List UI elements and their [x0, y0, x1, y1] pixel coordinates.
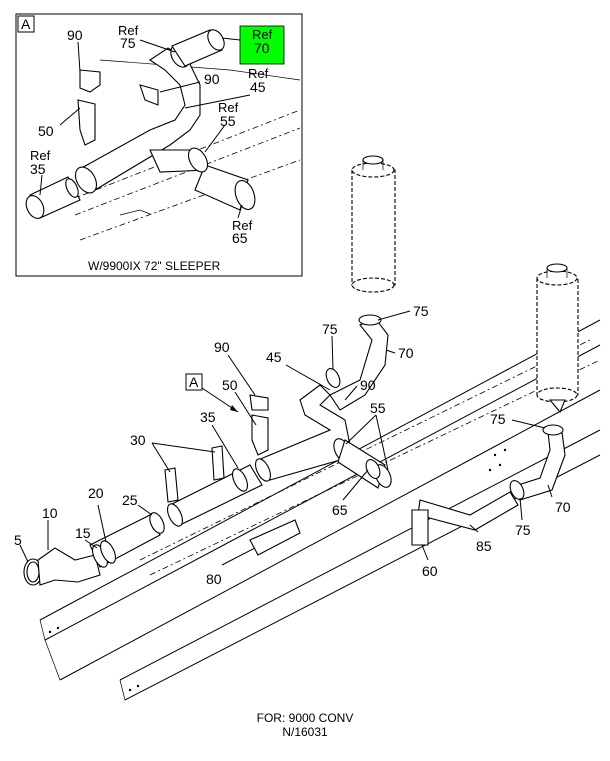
part-60-bracket: [411, 509, 429, 546]
part-25-clamp: [149, 512, 165, 534]
inset-callout-75-ref: Ref: [118, 23, 139, 38]
inset-frame-rail-2: [74, 127, 301, 216]
main-tag-box: [185, 373, 203, 391]
inset-callout-90: 90: [67, 27, 83, 43]
inset-callout-75: 75: [120, 35, 136, 51]
inset-cab-line: [99, 59, 301, 81]
inset-callout-65-ref: Ref: [232, 218, 253, 233]
inset-callout-45-ref: Ref: [248, 66, 269, 81]
inset-frame-rail: [69, 109, 301, 201]
callout-85: 85: [476, 538, 492, 554]
callout-90a: 90: [214, 339, 230, 355]
inset-callout-35-ref: Ref: [30, 148, 51, 163]
inset-leader-35: [39, 174, 43, 196]
callout-60: 60: [422, 563, 438, 579]
part-75-clamp-upper: [358, 314, 382, 326]
part-75-clamp-right-top: [542, 424, 564, 436]
callout-75b: 75: [413, 303, 429, 319]
inset-leader-55: [204, 124, 226, 153]
part-10-elbow: [37, 547, 101, 586]
inset-leader-70: [221, 37, 241, 41]
inset-outlet-end: [207, 29, 225, 51]
inset-callout-45: 45: [250, 79, 266, 95]
muffler-right: [536, 263, 579, 414]
callout-5: 5: [14, 532, 22, 548]
callout-25: 25: [122, 492, 138, 508]
inset-callout-55-ref: Ref: [218, 100, 239, 115]
part-45-tee: [255, 317, 389, 482]
inset-pipe-65: [194, 164, 256, 211]
callout-10: 10: [42, 505, 58, 521]
callout-20: 20: [88, 485, 104, 501]
part-90-bracket: [249, 394, 269, 411]
inset-caption: W/9900IX 72" SLEEPER: [88, 259, 221, 273]
part-85-pipe: [417, 491, 519, 531]
frame-holes: [48, 448, 507, 692]
callout-45: 45: [266, 349, 282, 365]
inset-callout-65: 65: [232, 230, 248, 246]
callout-15: 15: [75, 525, 91, 541]
inset-leader-65: [237, 204, 243, 219]
footer: FOR: 9000 CONV N/16031: [257, 711, 354, 739]
callout-50: 50: [222, 377, 238, 393]
inset-pipe-35: [25, 176, 81, 219]
part-30-bracket-a: [164, 467, 179, 503]
inset-callout-55: 55: [220, 113, 236, 129]
main-tag: A: [189, 374, 199, 390]
part-75-clamp-right-low: [509, 480, 525, 500]
frame-rails: [39, 319, 601, 701]
inset-bracket-90: [79, 69, 101, 93]
callout-65: 65: [332, 502, 348, 518]
inset-bracket-50: [77, 99, 96, 146]
inset-tag-box: [17, 15, 35, 33]
callout-70a: 70: [398, 345, 414, 361]
inset-leader-90: [77, 41, 81, 73]
muffler-left: [351, 155, 396, 293]
inset-leader-90b: [159, 81, 201, 93]
inset-highlight-70: [239, 25, 285, 65]
inset-callout-50: 50: [38, 123, 54, 139]
callout-75d: 75: [515, 522, 531, 538]
inset-detail: A: [15, 13, 303, 277]
inset-callout-35: 35: [30, 161, 46, 177]
callout-75c: 75: [490, 411, 506, 427]
part-30-bracket-b: [211, 445, 225, 481]
part-80-box: [249, 519, 301, 556]
inset-callout-70: 70: [254, 40, 270, 56]
inset-leader-45: [184, 94, 251, 109]
main-tag-arrow: [230, 405, 238, 412]
footer-line2: N/16031: [282, 725, 328, 739]
part-55-clamp-b: [365, 459, 381, 479]
callout-30: 30: [130, 432, 146, 448]
inset-clamp-55: [187, 147, 209, 173]
inset-rail-break: [119, 209, 151, 216]
main-assembly: A: [14, 155, 601, 701]
inset-bracket-90b: [139, 84, 159, 106]
inset-leader-50: [59, 107, 81, 126]
footer-line1: FOR: 9000 CONV: [257, 711, 354, 725]
callout-80: 80: [206, 571, 222, 587]
inset-leader-75: [139, 39, 176, 53]
part-50-bracket: [251, 414, 269, 456]
callout-35: 35: [200, 409, 216, 425]
callout-70b: 70: [555, 499, 571, 515]
main-leaders: [19, 310, 553, 566]
inset-callout-70-ref: Ref: [252, 27, 273, 42]
part-20-pipe: [89, 514, 161, 568]
inset-frame: [15, 13, 303, 277]
part-75-clamp-mid: [325, 368, 341, 388]
inset-callout-90b: 90: [204, 71, 220, 87]
callout-75a: 75: [322, 321, 338, 337]
inset-tag: A: [21, 16, 31, 32]
inset-frame-rail-3: [79, 159, 301, 241]
callout-55: 55: [370, 400, 386, 416]
callout-90b: 90: [360, 377, 376, 393]
